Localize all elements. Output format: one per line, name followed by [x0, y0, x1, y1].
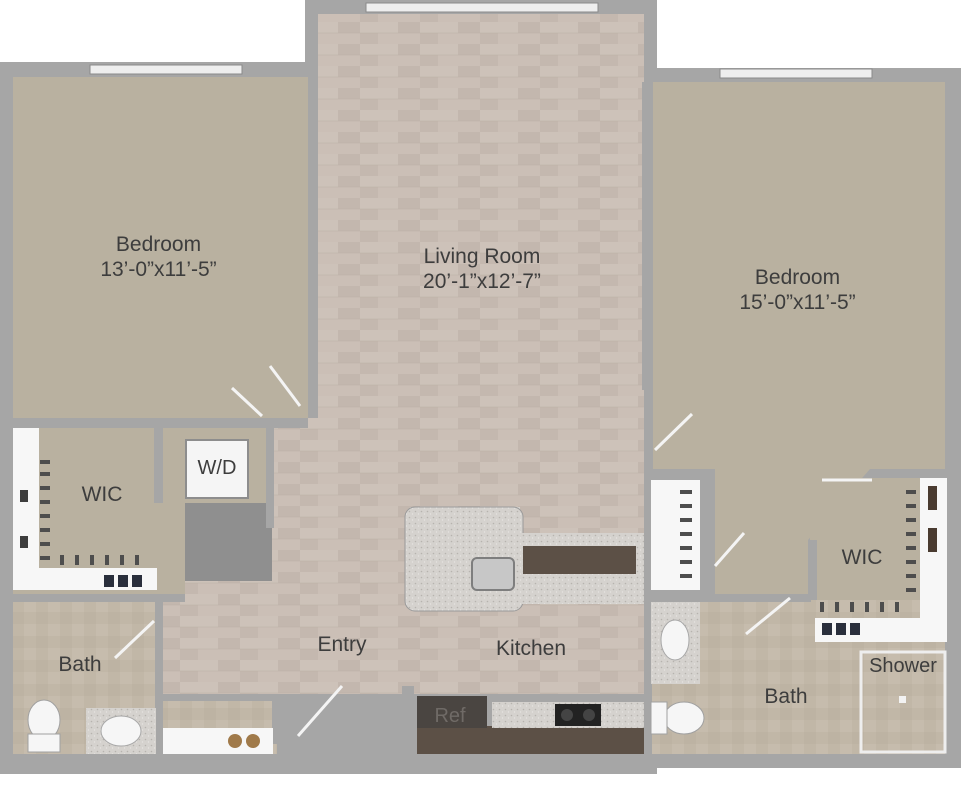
- bedroom-right-floor: [653, 82, 947, 469]
- kitchen-back-cabinet: [417, 726, 644, 754]
- room-name: Living Room: [423, 245, 541, 268]
- closet-right-small-clothes: [680, 490, 692, 578]
- hall-closet-item: [228, 734, 242, 748]
- ref-label: Ref: [434, 705, 466, 727]
- bedroom-right-label: Bedroom 15’-0”x11’-5”: [715, 265, 880, 315]
- doors: [113, 365, 872, 737]
- interior-walls: [13, 14, 951, 770]
- washer-dryer: [185, 439, 249, 499]
- kitchen-label: Kitchen: [495, 637, 567, 660]
- room-size: 13’-0”x11’-5”: [100, 258, 217, 281]
- room-name: Bedroom: [115, 233, 202, 256]
- wic-right-shelf-bottom: [815, 618, 947, 642]
- bath-right-sink: [660, 619, 690, 661]
- wic-right-label: WIC: [841, 546, 883, 569]
- room-size: 15’-0”x11’-5”: [739, 291, 856, 314]
- closet-right-small-floor: [651, 480, 700, 590]
- bath-left-toilet-tank: [27, 733, 61, 753]
- hall-storage: [185, 503, 272, 581]
- wic-right-clothes: [820, 486, 937, 635]
- bath-left-label: Bath: [58, 653, 102, 676]
- hall-closet-item: [246, 734, 260, 748]
- shower-label: Shower: [869, 655, 937, 677]
- bath-right-toilet: [663, 701, 705, 735]
- cooktop-burner: [561, 709, 573, 721]
- entry-label: Entry: [317, 633, 367, 656]
- bath-left-sink: [100, 715, 142, 747]
- living-room-floor: [318, 14, 644, 418]
- room-name: Bedroom: [754, 266, 841, 289]
- wd-label: W/D: [197, 457, 237, 479]
- bedroom-left-label: Bedroom 13’-0”x11’-5”: [76, 232, 241, 282]
- room-size: 20’-1”x12’-7”: [423, 270, 541, 293]
- kitchen-cabinet-upper: [523, 546, 636, 574]
- bedroom-left-floor: [13, 77, 308, 420]
- living-room-label: Living Room 20’-1”x12’-7”: [392, 244, 572, 294]
- refrigerator: [417, 696, 487, 728]
- windows: [89, 2, 873, 79]
- wic-left-clothes: [20, 460, 142, 587]
- cooktop-burner: [583, 709, 595, 721]
- wic-left-shelf: [13, 428, 39, 590]
- shower-drain: [899, 696, 906, 703]
- kitchen-sink: [471, 557, 515, 591]
- bath-right-toilet-tank: [650, 701, 668, 735]
- bath-right-label: Bath: [764, 685, 808, 708]
- wic-left-label: WIC: [81, 483, 123, 506]
